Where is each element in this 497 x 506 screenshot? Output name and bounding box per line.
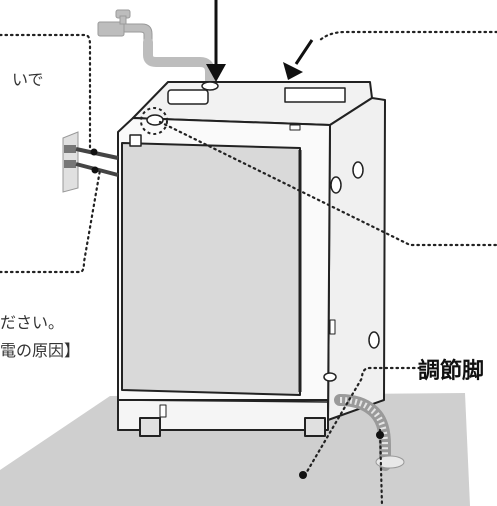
inlet-highlight [140,107,168,135]
caption-top-left: いで [12,70,44,89]
label-adjustable-feet: 調節脚 [418,359,485,384]
power-outlet-icon [62,131,119,193]
caption-warning-line2: 電の原因】 [0,341,81,360]
leader-dots [299,431,384,479]
caption-warning-line1: ださい。 [0,313,65,332]
leader-lines [0,30,497,506]
drain-hose-icon [334,394,405,471]
faucet-icon [97,9,215,93]
arrow-markers [206,0,314,82]
washing-machine [117,81,386,437]
